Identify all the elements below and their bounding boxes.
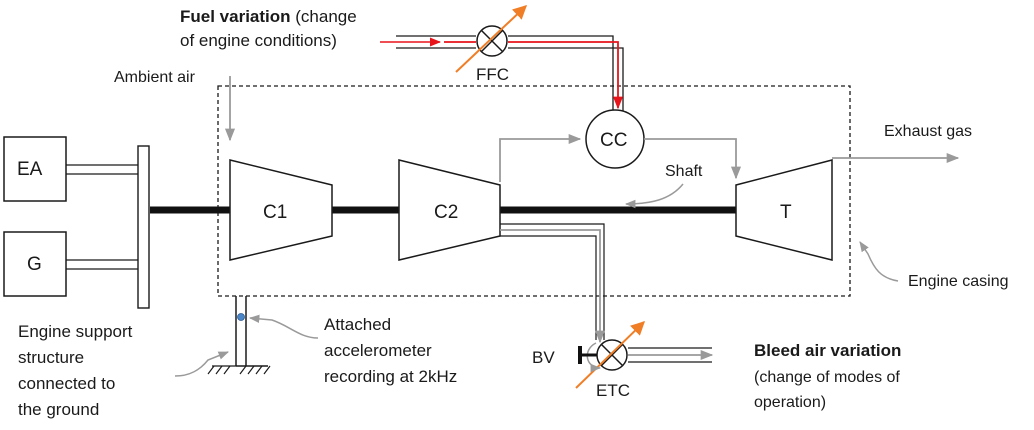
fuel-variation-label-line2: of engine conditions) xyxy=(180,31,337,50)
bleed-air-label-line3: operation) xyxy=(754,394,826,411)
support-post xyxy=(235,296,268,367)
engine-casing-label: Engine casing xyxy=(908,273,1009,290)
g-label: G xyxy=(27,254,42,275)
support-pointer xyxy=(174,351,229,377)
etc-label: ETC xyxy=(596,381,630,400)
fuel-line xyxy=(380,35,623,112)
accelerometer-dot xyxy=(237,313,245,321)
shaft-label: Shaft xyxy=(665,163,703,180)
support-label-line3: connected to xyxy=(18,374,115,393)
fuel-variation-label: Fuel variation (change xyxy=(180,7,357,26)
compressor-c1 xyxy=(229,159,333,261)
bleed-air-line xyxy=(500,223,714,363)
accelerometer-pointer xyxy=(248,314,319,339)
gas-path xyxy=(499,133,742,182)
ea-box xyxy=(3,136,67,202)
support-frame-plate xyxy=(137,145,150,309)
g-box xyxy=(3,231,67,297)
accel-label-line1: Attached xyxy=(324,315,391,334)
ea-label: EA xyxy=(17,159,43,180)
c2-label: C2 xyxy=(434,202,458,223)
support-label-line1: Engine support xyxy=(18,322,133,341)
bleed-air-label: Bleed air variation xyxy=(754,341,901,360)
ambient-air-label: Ambient air xyxy=(114,69,196,86)
c1-label: C1 xyxy=(263,202,287,223)
accel-label-line2: accelerometer xyxy=(324,341,432,360)
ffc-variable-arrow xyxy=(455,5,528,73)
turbine-t xyxy=(735,159,833,261)
etc-variable-arrow xyxy=(575,321,646,389)
ground-hatch xyxy=(207,365,271,375)
engine-casing-box xyxy=(217,85,851,297)
bv-label: BV xyxy=(532,348,555,367)
ffc-label: FFC xyxy=(476,65,509,84)
etc-valve xyxy=(575,321,646,389)
shaft-pointer xyxy=(624,183,684,209)
bv-handle xyxy=(578,346,597,364)
support-label-line2: structure xyxy=(18,348,84,367)
aux-shafts xyxy=(66,164,138,270)
cc-label: CC xyxy=(600,130,627,151)
accel-label-line3: recording at 2kHz xyxy=(324,367,457,386)
t-label: T xyxy=(780,202,792,223)
etc-rotation-arrow xyxy=(586,342,602,373)
ffc-valve xyxy=(455,5,528,73)
exhaust-gas-label: Exhaust gas xyxy=(884,123,972,140)
support-label-line4: the ground xyxy=(18,400,99,419)
casing-pointer xyxy=(859,241,899,282)
bleed-air-label-line2: (change of modes of xyxy=(754,369,900,386)
